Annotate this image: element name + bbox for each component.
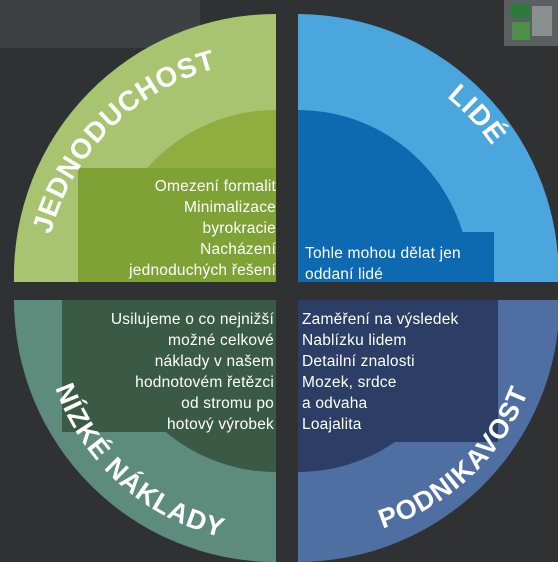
top-left-text: Omezení formalit Minimalizace byrokracie… [40,176,276,281]
bottom-right-text: Zaměření na výsledek Nablízku lidem Deta… [302,309,542,435]
bl-text-panel [62,300,276,432]
bottom-right-line: Mozek, srdce [302,374,397,391]
top-left-line: Omezení formalit [154,178,276,195]
bottom-left-line: hodnotovém řetězci [135,374,274,391]
bottom-right-line: Zaměření na výsledek [302,311,459,328]
top-right-text: Tohle mohou dělat jen oddaní lidé [305,243,545,285]
tl-text-panel [78,168,276,282]
bottom-left-line: hotový výrobek [166,416,274,433]
bottom-left-line: možné celkové [168,332,274,349]
bottom-left-line: Usilujeme o co nejnižší [110,311,274,328]
equipment-thumbnail [504,0,558,46]
top-left-line: Minimalizace [184,199,276,216]
tr-text-panel [298,232,494,282]
bottom-left-line: náklady v našem [154,353,274,370]
top-left-line: byrokracie [202,220,276,237]
bottom-right-line: a odvaha [302,395,368,412]
bottom-right-line: Detailní znalosti [302,353,415,370]
bottom-right-line: Nablízku lidem [302,332,407,349]
br-text-panel [298,300,498,442]
top-right-line: Tohle mohou dělat jen [305,245,461,262]
bottom-left-line: od stromu po [181,395,274,412]
bottom-right-line: Loajalita [302,416,362,433]
top-right-line: oddaní lidé [305,266,384,283]
top-left-line: jednoduchých řešení [129,262,276,279]
bottom-left-text: Usilujeme o co nejnižší možné celkové ná… [40,309,274,435]
top-left-line: Nacházení [200,241,276,258]
